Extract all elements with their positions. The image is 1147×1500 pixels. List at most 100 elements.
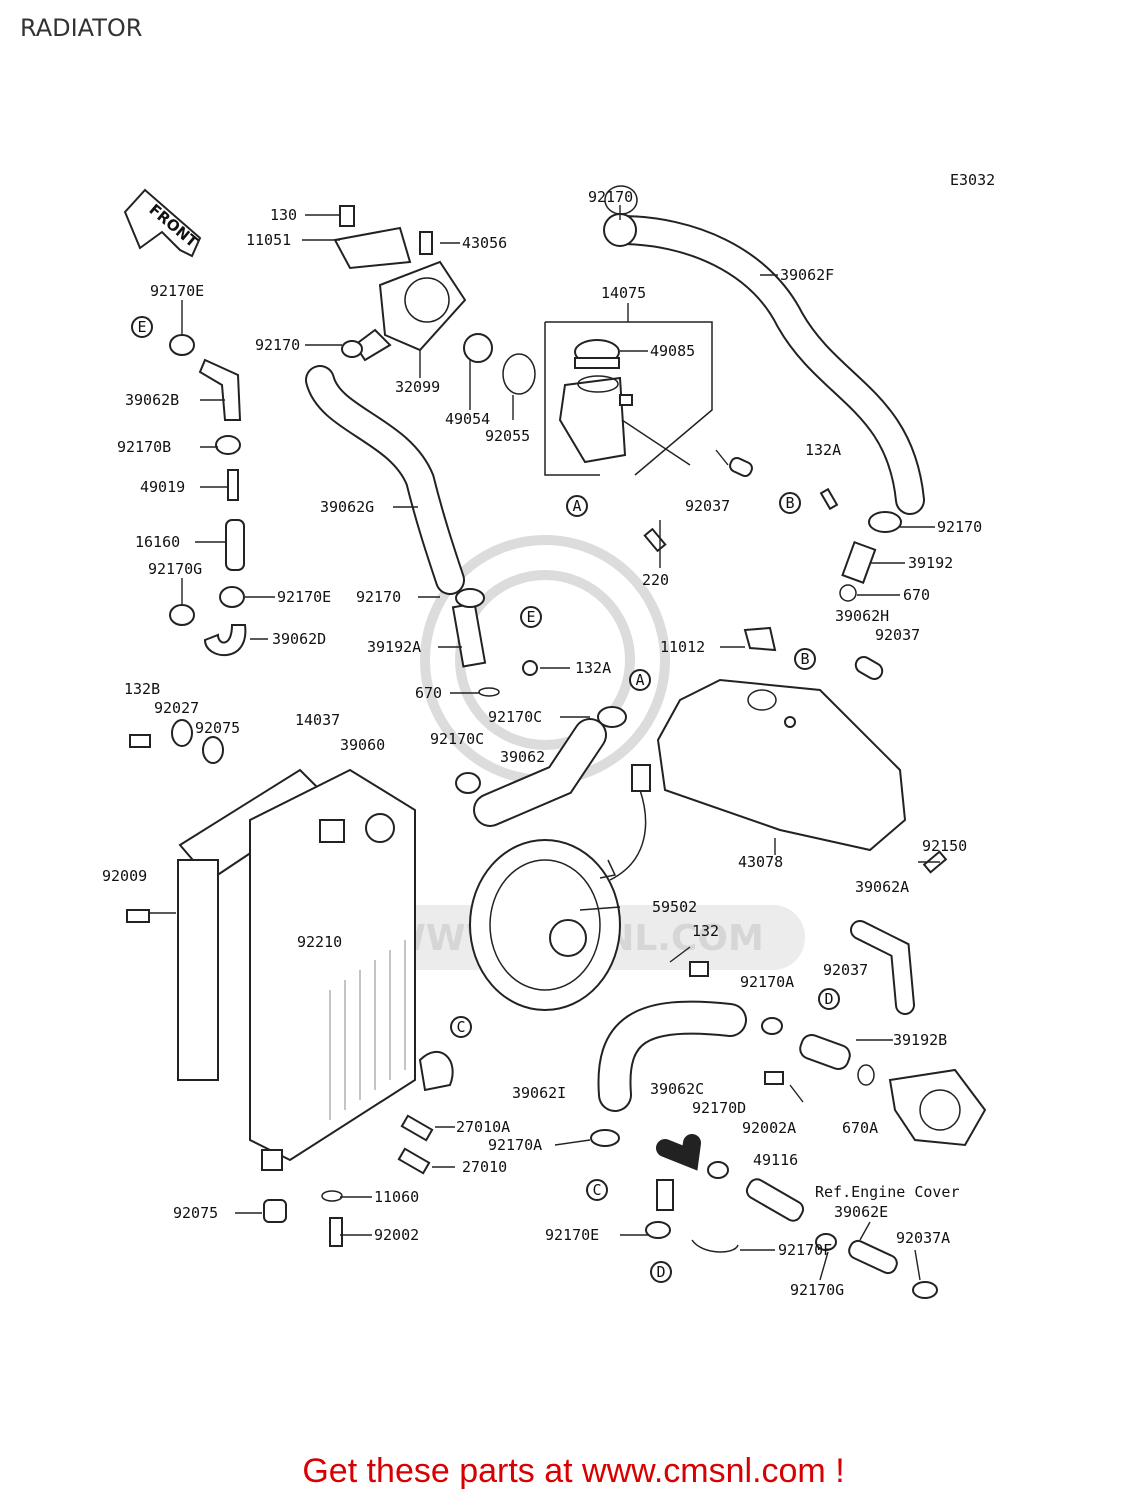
label-11012: 11012 [660,638,705,656]
label-92170E: 92170E [150,282,204,300]
label-92170: 92170 [588,188,633,206]
label-11060: 11060 [374,1188,419,1206]
label-39062D: 39062D [272,630,326,648]
label-92210: 92210 [297,933,342,951]
svg-text:D: D [656,1263,665,1281]
radiator-diagram: WWW.CMSNL.COM E3032 FRONT [102,171,995,1299]
ref-markers: A B E E A B C D C D [131,316,840,1283]
label-32099: 32099 [395,378,440,396]
svg-text:B: B [785,494,794,512]
label-132: 132 [692,922,719,940]
label-11051: 11051 [246,231,291,249]
label-39062: 39062 [500,748,545,766]
label-92037A: 92037A [896,1229,950,1247]
label-39062G: 39062G [320,498,374,516]
svg-text:E: E [526,608,535,626]
label-39062E: 39062E [834,1203,888,1221]
svg-text:D: D [824,990,833,1008]
label-39062A: 39062A [855,878,909,896]
marker-B-1: B [779,492,801,514]
label-14037: 14037 [295,711,340,729]
label-27010: 27010 [462,1158,507,1176]
svg-text:B: B [800,650,809,668]
marker-B-2: B [794,648,816,670]
label-92150: 92150 [922,837,967,855]
label-670: 670 [903,586,930,604]
label-92170: 92170 [356,588,401,606]
marker-C-2: C [586,1179,608,1201]
svg-text:A: A [635,671,644,689]
label-92002A: 92002A [742,1119,796,1137]
label-39062B: 39062B [125,391,179,409]
label-39192A: 39192A [367,638,421,656]
label-14075: 14075 [601,284,646,302]
marker-D-2: D [650,1261,672,1283]
label-92170A: 92170A [488,1136,542,1154]
label-92170B: 92170B [117,438,171,456]
label-59502: 59502 [652,898,697,916]
label-39062F: 39062F [780,266,834,284]
footer-link-text[interactable]: Get these parts at www.cmsnl.com ! [302,1452,845,1490]
ref-engine-cover-label: Ref.Engine Cover [815,1183,960,1201]
label-92027: 92027 [154,699,199,717]
label-92075: 92075 [173,1204,218,1222]
label-49019: 49019 [140,478,185,496]
marker-A-2: A [629,669,651,691]
fitting-39192 [643,456,902,602]
label-92170: 92170 [255,336,300,354]
label-43056: 43056 [462,234,507,252]
label-92002: 92002 [374,1226,419,1244]
label-49116: 49116 [753,1151,798,1169]
label-92037: 92037 [685,497,730,515]
label-92170F: 92170F [778,1241,832,1259]
label-92170G: 92170G [790,1281,844,1299]
radiator-core [177,768,454,1171]
marker-E-1: E [131,316,153,338]
svg-text:E: E [137,318,146,336]
svg-text:A: A [572,497,581,515]
label-27010A: 27010A [456,1118,510,1136]
label-220: 220 [642,571,669,589]
page-title: RADIATOR [20,14,143,42]
label-39060: 39060 [340,736,385,754]
svg-text:C: C [592,1181,601,1199]
label-39192: 39192 [908,554,953,572]
label-132A: 132A [805,441,841,459]
label-92170D: 92170D [692,1099,746,1117]
thermostat-housing [333,205,536,395]
label-132B: 132B [124,680,160,698]
label-132A: 132A [575,659,611,677]
label-92075: 92075 [195,719,240,737]
label-92055: 92055 [485,427,530,445]
label-92170E: 92170E [545,1226,599,1244]
label-92009: 92009 [102,867,147,885]
filler-neck [544,321,713,476]
label-92037: 92037 [823,961,868,979]
cooling-fan [469,764,651,1011]
front-arrow-icon: FRONT [123,188,202,258]
label-92170A: 92170A [740,973,794,991]
label-92170C: 92170C [488,708,542,726]
label-670: 670 [415,684,442,702]
marker-D-1: D [818,988,840,1010]
label-92037: 92037 [875,626,920,644]
label-92170C: 92170C [430,730,484,748]
label-39062I: 39062I [512,1084,566,1102]
label-43078: 43078 [738,853,783,871]
svg-text:C: C [456,1018,465,1036]
label-92170: 92170 [937,518,982,536]
diagram-code: E3032 [950,171,995,189]
part-labels: 130 43056 11051 92170 39062F 14075 49085… [102,188,982,1299]
label-670A: 670A [842,1119,878,1137]
marker-C-1: C [450,1016,472,1038]
reservoir-tank [656,626,948,874]
label-49085: 49085 [650,342,695,360]
marker-A-1: A [566,495,588,517]
label-92170G: 92170G [148,560,202,578]
left-hose-group [169,334,247,657]
label-92170E: 92170E [277,588,331,606]
label-49054: 49054 [445,410,490,428]
label-16160: 16160 [135,533,180,551]
leader-lines [148,205,940,1281]
label-130: 130 [270,206,297,224]
